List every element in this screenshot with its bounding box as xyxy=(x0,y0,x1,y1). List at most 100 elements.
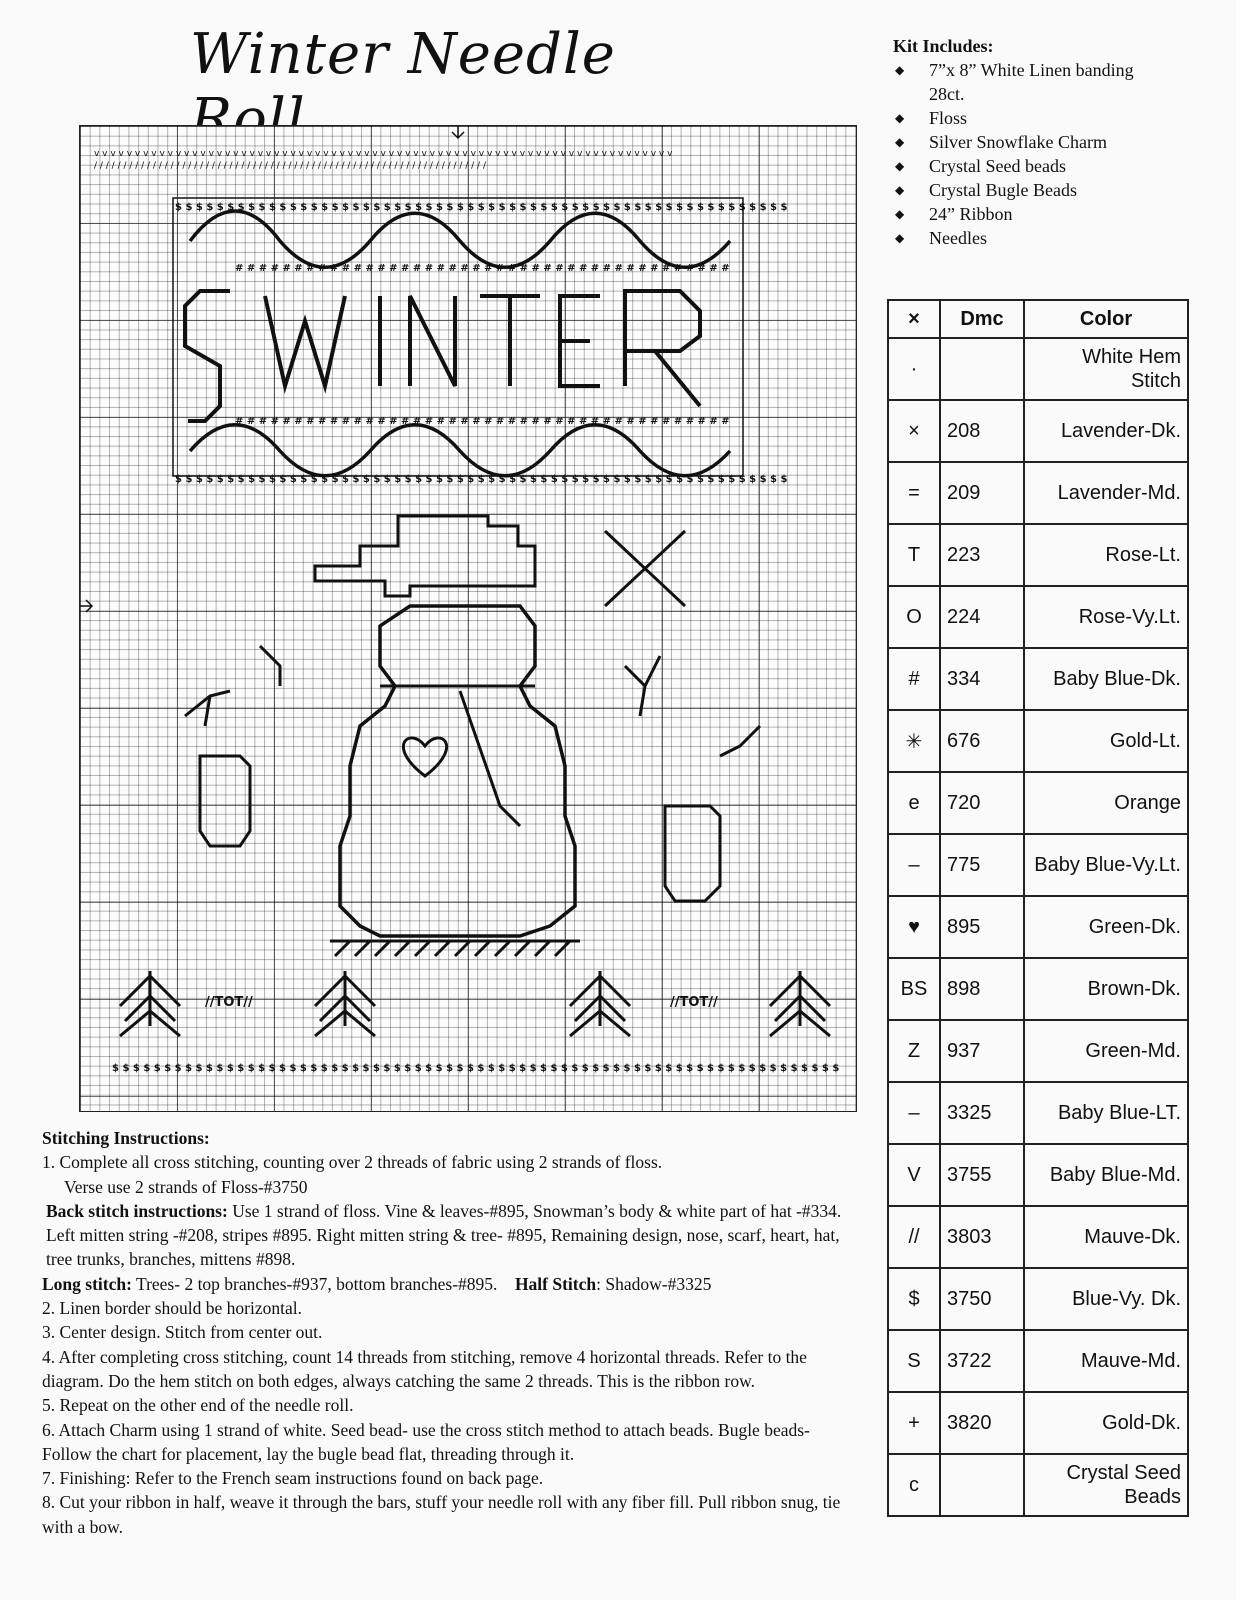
back-stitch-text: Use 1 strand of floss. Vine & leaves-#89… xyxy=(46,1200,842,1270)
key-symbol: $ xyxy=(887,1267,941,1331)
snowman-scarf xyxy=(380,684,535,828)
kit-item: Crystal Seed beads xyxy=(893,154,1223,178)
border-dollar-rows: $ $ $ $ $ $ $ $ $ $ $ $ $ $ $ $ $ $ $ $ … xyxy=(112,202,839,1074)
key-dmc: 334 xyxy=(939,647,1025,711)
left-mitten xyxy=(198,754,252,848)
heart xyxy=(402,736,448,778)
tree-4 xyxy=(768,971,832,1038)
key-dmc: 937 xyxy=(939,1019,1025,1083)
key-symbol: ✳ xyxy=(887,709,941,773)
key-color: Baby Blue-Dk. xyxy=(1023,647,1189,711)
kit-item: Silver Snowflake Charm xyxy=(893,130,1223,154)
instruction-step: 7. Finishing: Refer to the French seam i… xyxy=(42,1468,544,1489)
key-color: White Hem Stitch xyxy=(1023,337,1189,401)
key-symbol: + xyxy=(887,1391,941,1455)
stitching-instructions: Stitching Instructions: 1. Complete all … xyxy=(42,1126,862,1539)
key-color: Gold-Dk. xyxy=(1023,1391,1189,1455)
hem-row-bottom: / / / / / / / / / / / / / / / / / / / / … xyxy=(94,161,487,171)
dollar-row-mid: $ $ $ $ $ $ $ $ $ $ $ $ $ $ $ $ $ $ $ $ … xyxy=(175,474,787,485)
key-dmc: 720 xyxy=(939,771,1025,835)
back-stitch-paragraph: Back stitch instructions: Use 1 strand o… xyxy=(42,1199,862,1272)
dollar-row-top: $ $ $ $ $ $ $ $ $ $ $ $ $ $ $ $ $ $ $ $ … xyxy=(175,202,787,213)
winter-word xyxy=(183,289,702,423)
letter-t xyxy=(480,294,540,386)
branches xyxy=(184,644,762,758)
kit-item: 24” Ribbon xyxy=(893,202,1223,226)
key-color: Baby Blue-Vy.Lt. xyxy=(1023,833,1189,897)
key-symbol: Z xyxy=(887,1019,941,1083)
kit-item: 28ct. xyxy=(929,84,965,104)
vine-top xyxy=(188,209,732,269)
chart-drawing: v v v v v v v v v v v v v v v v v v v v … xyxy=(80,126,839,1074)
instruction-step: 4. After completing cross stitching, cou… xyxy=(42,1346,807,1391)
key-dmc xyxy=(939,1453,1025,1517)
key-symbol: // xyxy=(887,1205,941,1269)
key-symbol: O xyxy=(887,585,941,649)
key-header-color: Color xyxy=(1023,299,1189,339)
key-color: Mauve-Md. xyxy=(1023,1329,1189,1393)
long-stitch-text: Trees- 2 top branches-#937, bottom branc… xyxy=(131,1273,498,1294)
key-color: Mauve-Dk. xyxy=(1023,1205,1189,1269)
key-dmc: 208 xyxy=(939,399,1025,463)
letter-r xyxy=(623,289,702,408)
center-arrow-top xyxy=(451,126,465,140)
snowman-hat xyxy=(313,514,537,598)
back-stitch-label: Back stitch instructions: xyxy=(46,1200,228,1221)
key-dmc: 209 xyxy=(939,461,1025,525)
center-arrow-left xyxy=(80,599,94,613)
hash-row-upper: # # # # # # # # # # # # # # # # # # # # … xyxy=(235,263,730,274)
key-dmc: 3755 xyxy=(939,1143,1025,1207)
tree-3 xyxy=(568,971,632,1038)
snowflake-1: //TOT// xyxy=(205,995,253,1010)
key-color: Blue-Vy. Dk. xyxy=(1023,1267,1189,1331)
instruction-step: 2. Linen border should be horizontal. xyxy=(42,1298,303,1319)
key-dmc: 3803 xyxy=(939,1205,1025,1269)
cross-stitch-chart: v v v v v v v v v v v v v v v v v v v v … xyxy=(79,125,857,1112)
instruction-step: 1. Complete all cross stitching, countin… xyxy=(42,1152,663,1173)
key-header-symbol: × xyxy=(887,299,941,339)
key-dmc: 3722 xyxy=(939,1329,1025,1393)
key-dmc: 3750 xyxy=(939,1267,1025,1331)
key-symbol: S xyxy=(887,1329,941,1393)
right-mitten xyxy=(663,804,722,903)
kit-item: Needles xyxy=(893,226,1223,250)
word-panel-border xyxy=(172,197,744,477)
tree-2 xyxy=(313,971,377,1038)
key-color: Rose-Lt. xyxy=(1023,523,1189,587)
dollar-row-bottom: $ $ $ $ $ $ $ $ $ $ $ $ $ $ $ $ $ $ $ $ … xyxy=(112,1063,839,1074)
key-color: Crystal Seed Beads xyxy=(1023,1453,1189,1517)
key-dmc: 223 xyxy=(939,523,1025,587)
key-symbol: # xyxy=(887,647,941,711)
key-dmc: 895 xyxy=(939,895,1025,959)
letter-w xyxy=(263,295,347,394)
key-dmc: 224 xyxy=(939,585,1025,649)
key-symbol: BS xyxy=(887,957,941,1021)
key-color: Rose-Vy.Lt. xyxy=(1023,585,1189,649)
key-color: Baby Blue-Md. xyxy=(1023,1143,1189,1207)
half-stitch-text: : Shadow-#3325 xyxy=(596,1273,712,1294)
key-dmc: 898 xyxy=(939,957,1025,1021)
key-row: ·White Hem Stitch xyxy=(887,337,1189,401)
hash-row-lower: # # # # # # # # # # # # # # # # # # # # … xyxy=(235,416,730,427)
key-header-dmc: Dmc xyxy=(939,299,1025,339)
snowman-shadow xyxy=(330,939,580,958)
key-dmc: 775 xyxy=(939,833,1025,897)
instructions-heading: Stitching Instructions: xyxy=(42,1128,210,1148)
hem-stitch-rows: v v v v v v v v v v v v v v v v v v v v … xyxy=(94,149,673,171)
key-symbol: V xyxy=(887,1143,941,1207)
kit-item: 7”x 8” White Linen banding xyxy=(893,58,1223,82)
